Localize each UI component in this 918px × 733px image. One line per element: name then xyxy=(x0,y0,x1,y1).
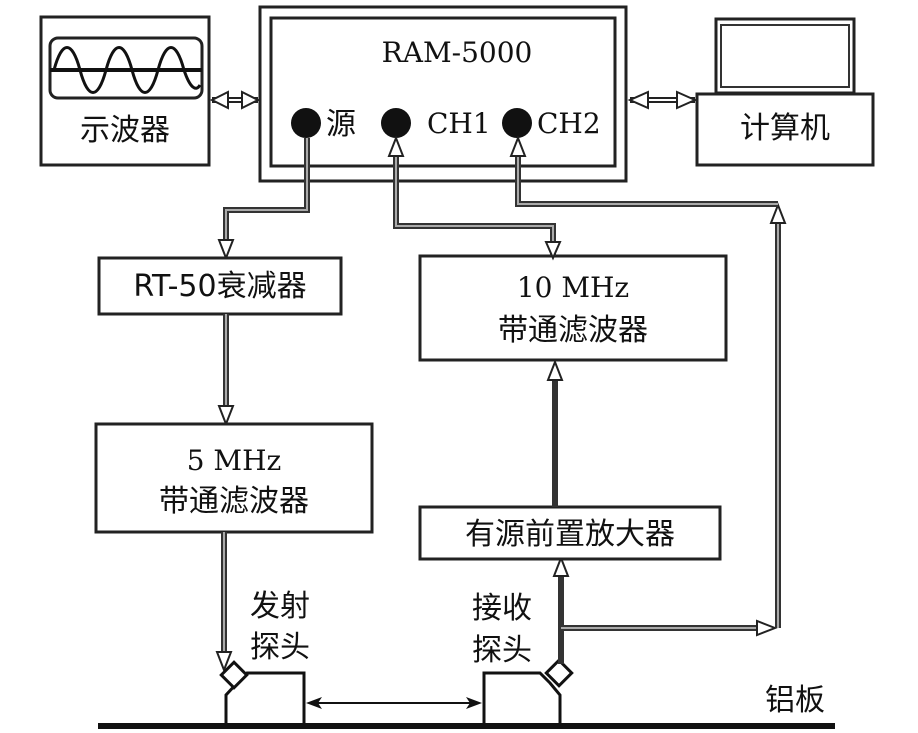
ram-title: RAM-5000 xyxy=(382,36,533,69)
ram-5000-block: RAM-5000 源 CH1 CH2 xyxy=(258,5,628,183)
arrow-up-icon xyxy=(769,202,787,224)
port-ch2-label: CH2 xyxy=(537,107,601,140)
source-to-attenuator-wire xyxy=(217,138,310,261)
port-source-label: 源 xyxy=(326,107,356,142)
attenuator-to-filter5-wire xyxy=(217,314,235,427)
preamp-to-filter10-wire xyxy=(546,359,564,507)
arrow-up-icon xyxy=(544,241,562,261)
attenuator-block: RT-50衰减器 xyxy=(97,256,343,316)
filter-5mhz-type: 带通滤波器 xyxy=(159,484,309,519)
arrow-left-icon xyxy=(627,90,649,110)
attenuator-label: RT-50衰减器 xyxy=(133,269,306,304)
preamp-block: 有源前置放大器 xyxy=(418,505,722,561)
port-ch1 xyxy=(381,108,411,138)
receive-probe-label-1: 接收 xyxy=(472,591,532,626)
ram-computer-link xyxy=(627,90,698,110)
arrow-right-icon xyxy=(676,90,698,110)
arrow-right-icon xyxy=(756,619,778,637)
plate-label: 铝板 xyxy=(765,683,825,718)
filter-10mhz-type: 带通滤波器 xyxy=(498,313,648,348)
filter-10mhz-freq: 10 MHz xyxy=(517,271,629,304)
transducer-icon xyxy=(544,658,574,688)
filter-5mhz-block: 5 MHz 带通滤波器 xyxy=(94,422,374,534)
arrow-right-icon xyxy=(241,90,261,110)
preamp-label: 有源前置放大器 xyxy=(465,517,675,552)
aluminum-plate: 铝板 xyxy=(98,683,835,729)
osc-ram-link xyxy=(209,90,261,110)
receive-probe-label-2: 探头 xyxy=(472,633,532,668)
port-ch2 xyxy=(502,108,532,138)
transducer-icon xyxy=(219,660,249,690)
transmit-probe-label-1: 发射 xyxy=(250,589,310,624)
arrow-left-icon xyxy=(306,697,322,709)
filter-10mhz-block: 10 MHz 带通滤波器 xyxy=(418,254,728,362)
arrow-up-icon xyxy=(509,135,527,157)
filter10-to-ch1-wire xyxy=(387,135,562,261)
transmit-probe: 发射 探头 xyxy=(219,589,310,723)
arrow-up-icon xyxy=(552,555,570,577)
receive-probe: 接收 探头 xyxy=(472,591,574,723)
transmit-probe-label-2: 探头 xyxy=(250,630,310,665)
port-source xyxy=(291,108,321,138)
computer-block: 计算机 xyxy=(695,17,875,167)
arrow-right-icon xyxy=(466,697,482,709)
oscilloscope-block: 示波器 xyxy=(39,15,211,167)
arrow-up-icon xyxy=(387,135,405,157)
oscilloscope-label: 示波器 xyxy=(80,113,170,148)
filter5-to-transmit-wire xyxy=(215,532,233,673)
computer-label: 计算机 xyxy=(740,111,830,146)
arrow-down-icon xyxy=(215,651,233,673)
receive-to-ch2-wire xyxy=(509,135,787,637)
probe-distance-arrow xyxy=(306,697,482,709)
filter-5mhz-freq: 5 MHz xyxy=(187,444,282,477)
arrow-up-icon xyxy=(546,359,564,381)
receive-to-preamp-wire xyxy=(552,555,570,664)
arrow-down-icon xyxy=(217,239,235,261)
arrow-left-icon xyxy=(209,90,229,110)
port-ch1-label: CH1 xyxy=(427,107,491,140)
sine-wave-icon xyxy=(52,46,202,94)
arrow-down-icon xyxy=(217,405,235,427)
